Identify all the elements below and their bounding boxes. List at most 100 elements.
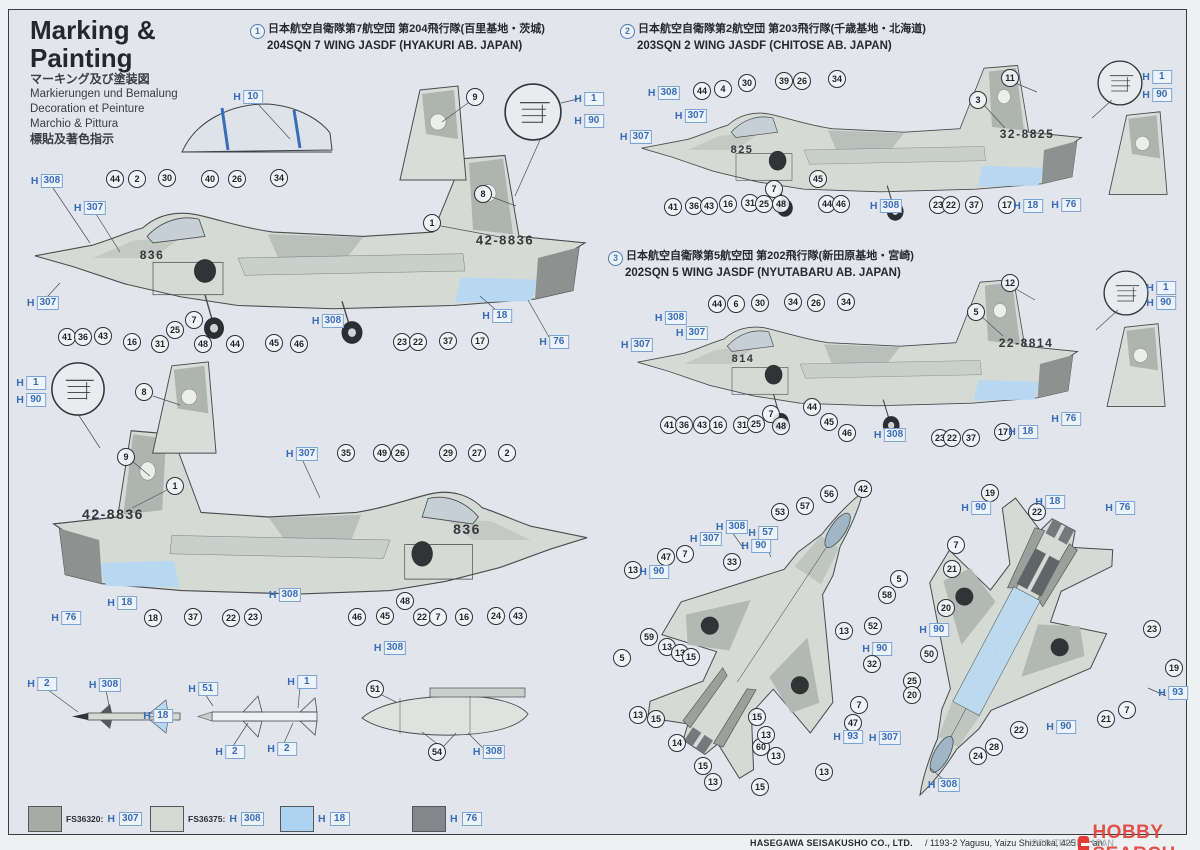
callout-number-53: 53: [771, 503, 789, 521]
paint-number-box: 2: [36, 677, 57, 691]
paint-brand-letter: H: [318, 813, 326, 825]
paint-number-box: 90: [1151, 88, 1172, 102]
color-swatch: [412, 806, 446, 832]
callout-number-39: 39: [775, 72, 793, 90]
callout-number-44: 44: [803, 398, 821, 416]
paint-brand-letter: H: [26, 297, 35, 309]
color-swatch: [280, 806, 314, 832]
callout-number-26: 26: [391, 444, 409, 462]
callout-number-3: 3: [969, 91, 987, 109]
paint-number-box: 308: [482, 745, 506, 759]
paint-brand-letter: H: [51, 612, 59, 624]
callout-number-14: 14: [668, 734, 686, 752]
callout-number-41: 41: [660, 416, 678, 434]
paint-number-box: 308: [240, 812, 264, 826]
callout-number-7: 7: [676, 545, 694, 563]
callout-number-13: 13: [767, 747, 785, 765]
callout-number-16: 16: [719, 195, 737, 213]
callout-number-44: 44: [693, 82, 711, 100]
paint-number-box: 2: [276, 742, 297, 756]
callout-number-22: 22: [409, 333, 427, 351]
callout-number-48: 48: [396, 592, 414, 610]
callout-number-47: 47: [657, 548, 675, 566]
paint-brand-letter: H: [1105, 502, 1113, 514]
color-swatch: [150, 806, 184, 832]
paint-number-box: 76: [1060, 412, 1081, 426]
section-title-jp: 日本航空自衛隊第7航空団 第204飛行隊(百里基地・茨城): [268, 23, 545, 35]
paint-number-box: 18: [152, 709, 173, 723]
paint-number-box: 307: [629, 130, 653, 144]
paint-number-box: 308: [40, 174, 64, 188]
paint-number-box: 308: [879, 199, 903, 213]
callout-number-2: 2: [498, 444, 516, 462]
callout-number-43: 43: [509, 607, 527, 625]
paint-brand-letter: H: [1158, 687, 1166, 699]
aircraft-number-22-8814: 22-8814: [998, 336, 1054, 350]
paint-brand-letter: H: [285, 448, 294, 460]
paint-brand-letter: H: [287, 676, 295, 688]
paint-brand-letter: H: [143, 710, 151, 722]
callout-number-27: 27: [468, 444, 486, 462]
paint-number-box: 307: [878, 731, 902, 745]
callout-number-48: 48: [194, 335, 212, 353]
paint-number-box: 307: [83, 201, 107, 215]
callout-number-24: 24: [487, 607, 505, 625]
paint-number-box: 18: [329, 812, 350, 826]
paint-brand-letter: H: [27, 678, 35, 690]
callout-number-7: 7: [1118, 701, 1136, 719]
paint-brand-letter: H: [868, 732, 877, 744]
paint-brand-letter: H: [1051, 199, 1059, 211]
callout-number-7: 7: [429, 608, 447, 626]
paint-brand-letter: H: [619, 131, 628, 143]
callout-number-30: 30: [751, 294, 769, 312]
paint-brand-letter: H: [107, 597, 115, 609]
callout-number-37: 37: [965, 196, 983, 214]
paint-brand-letter: H: [311, 315, 320, 327]
callout-number-37: 37: [184, 608, 202, 626]
callout-number-2: 2: [128, 170, 146, 188]
callout-number-46: 46: [832, 195, 850, 213]
paint-brand-letter: H: [1146, 282, 1154, 294]
callout-number-11: 11: [1001, 69, 1019, 87]
callout-number-50: 50: [920, 645, 938, 663]
callout-number-46: 46: [348, 608, 366, 626]
paint-number-box: 90: [583, 114, 604, 128]
paint-number-box: 1: [583, 92, 604, 106]
callout-number-5: 5: [890, 570, 908, 588]
paint-brand-letter: H: [862, 643, 870, 655]
callout-number-36: 36: [675, 416, 693, 434]
callout-number-37: 37: [439, 332, 457, 350]
callout-number-22: 22: [943, 429, 961, 447]
fs-code-label: FS36320:: [66, 814, 104, 824]
callout-number-34: 34: [270, 169, 288, 187]
paint-number-box: 1: [1151, 70, 1172, 84]
aircraft-number-814: 814: [731, 353, 755, 365]
callout-number-9: 9: [117, 448, 135, 466]
paint-brand-letter: H: [639, 566, 647, 578]
hobbysearch-logo-icon: [1078, 835, 1093, 850]
callout-number-42: 42: [854, 480, 872, 498]
callout-number-15: 15: [751, 778, 769, 796]
paint-number-box: 76: [1114, 501, 1135, 515]
paint-number-box: 308: [883, 428, 907, 442]
paint-number-box: 57: [757, 526, 778, 540]
callout-number-19: 19: [981, 484, 999, 502]
paint-number-box: 308: [937, 778, 961, 792]
color-swatch: [28, 806, 62, 832]
paint-number-box: 308: [278, 588, 302, 602]
paint-number-box: 18: [1017, 425, 1038, 439]
